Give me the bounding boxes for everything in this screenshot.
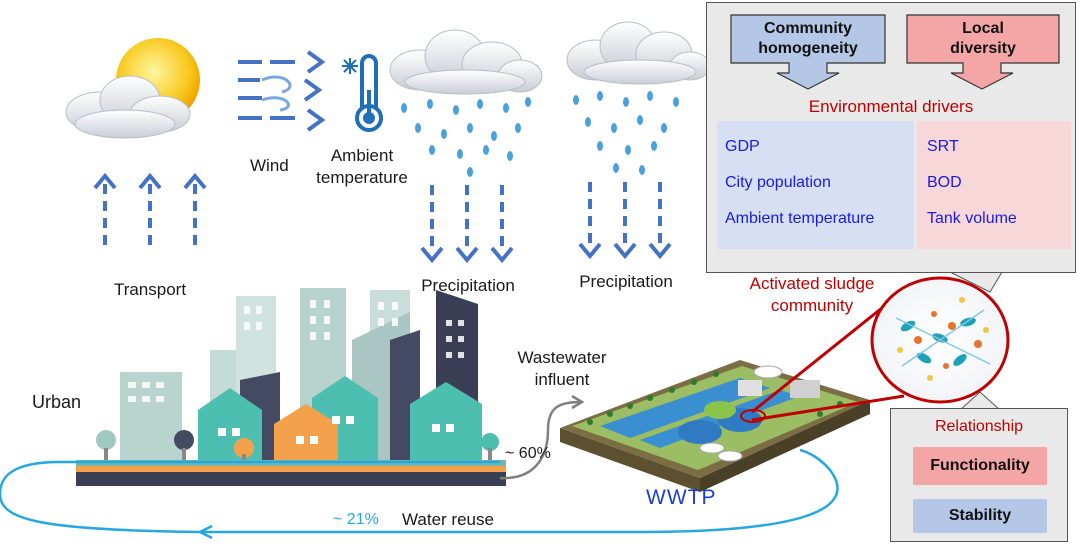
activated-sludge-label-line2: community — [770, 296, 854, 315]
wastewater-label-line2: influent — [534, 370, 590, 389]
activated-sludge-label-line1: Activated sludge — [749, 274, 875, 293]
zoom-origin-ring — [740, 409, 766, 423]
snowflake-icon — [342, 58, 358, 74]
cloud-icon — [65, 75, 191, 139]
sludge-community-circle — [870, 276, 1010, 404]
driver-gdp: GDP — [725, 138, 760, 155]
functionality-box: Functionality — [913, 447, 1047, 485]
twentyone-percent-label: ~ 21% — [333, 511, 379, 528]
functionality-label: Functionality — [930, 457, 1030, 474]
zoom-lines — [751, 298, 905, 422]
driver-bod: BOD — [927, 174, 962, 191]
influent-arrow — [499, 394, 585, 480]
water-reuse-label: Water reuse — [402, 510, 494, 529]
thermometer-icon — [355, 54, 383, 132]
precipitation-arrows — [420, 182, 672, 264]
rain-cloud-left — [389, 29, 543, 95]
rain-drops — [401, 91, 679, 177]
community-homogeneity-line2: homogeneity — [758, 40, 858, 57]
wind-label: Wind — [250, 156, 289, 175]
relationship-title: Relationship — [934, 418, 1024, 435]
ambient-temperature-label-line1: Ambient — [330, 146, 394, 165]
local-diversity-line2: diversity — [950, 40, 1016, 57]
driver-srt: SRT — [927, 138, 959, 155]
ambient-temperature-label-line2: temperature — [316, 168, 408, 187]
wastewater-label-line1: Wastewater — [517, 348, 607, 367]
transport-arrows — [93, 172, 207, 245]
driver-ambient-temperature: Ambient temperature — [725, 210, 875, 227]
transport-label: Transport — [113, 280, 187, 299]
stability-box: Stability — [913, 499, 1047, 533]
driver-city-population: City population — [725, 174, 831, 191]
urban-label: Urban — [32, 392, 82, 412]
city-illustration — [76, 288, 506, 486]
driver-tank-volume: Tank volume — [927, 210, 1017, 227]
precipitation-label-2: Precipitation — [579, 272, 673, 291]
sixty-percent-label: ~ 60% — [505, 445, 551, 462]
precipitation-label-1: Precipitation — [421, 276, 515, 295]
wwtp-illustration — [560, 360, 870, 492]
rain-cloud-right — [566, 21, 711, 85]
local-diversity-line1: Local — [962, 20, 1004, 37]
stability-label: Stability — [948, 507, 1012, 524]
drivers-panel: Community homogeneity Local diversity En… — [706, 2, 1076, 273]
community-homogeneity-line1: Community — [764, 20, 852, 37]
drivers-panel-shapes — [717, 14, 1071, 249]
wind-icon — [238, 50, 326, 132]
relationship-panel: Relationship Functionality Stability — [890, 408, 1068, 542]
water-reuse-arrow — [0, 448, 839, 540]
environmental-drivers-title: Environmental drivers — [808, 97, 974, 116]
wwtp-label: WWTP — [646, 486, 717, 509]
